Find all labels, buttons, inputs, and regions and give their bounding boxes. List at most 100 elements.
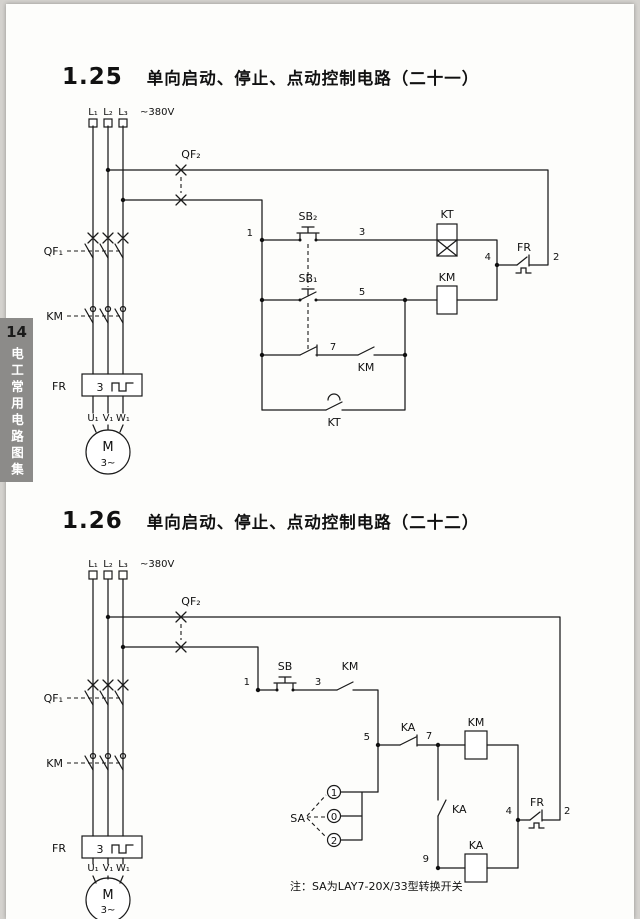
c2-phase-l3: L₃ bbox=[118, 559, 128, 570]
km-coil-box bbox=[436, 285, 458, 315]
terminal-box-l2 bbox=[103, 570, 113, 580]
qf1-breaker-icon bbox=[84, 679, 129, 706]
sb1-nc-contact-icon bbox=[299, 344, 318, 357]
c1-phase-l3: L₃ bbox=[118, 107, 128, 118]
km-hold-contact-icon bbox=[357, 346, 375, 356]
c1-sb1-label: SB₁ bbox=[299, 272, 318, 285]
circuit-2-labels: L₁ L₂ L₃ ~380V QF₂ QF₁ KM FR 3 U₁ V₁ W₁ … bbox=[44, 559, 571, 916]
c1-terminal-v1: V₁ bbox=[103, 413, 114, 424]
circuit-1-linkage-dashes bbox=[67, 177, 309, 349]
circuit-2-title-text: 单向启动、停止、点动控制电路（二十二） bbox=[146, 513, 480, 532]
km-main-contacts-icon bbox=[84, 305, 127, 324]
km-coil-box bbox=[464, 730, 488, 760]
c2-node-9: 9 bbox=[423, 854, 429, 865]
circuit-1-title: 1.25 单向启动、停止、点动控制电路（二十一） bbox=[62, 64, 479, 90]
c2-node-4: 4 bbox=[506, 806, 512, 817]
c2-sa-label: SA bbox=[290, 812, 305, 825]
fr-break-contact-icon bbox=[528, 809, 545, 829]
kt-delayed-contact-icon bbox=[325, 393, 343, 411]
circuit-2-symbols bbox=[84, 611, 545, 871]
book-title-vertical: 电工常用电路图集 bbox=[9, 347, 24, 479]
circuit-1-diagram: L₁ L₂ L₃ ~380V QF₂ QF₁ KM FR 3 U₁ V₁ W₁ … bbox=[44, 107, 560, 475]
c2-sb-label: SB bbox=[278, 660, 293, 673]
fr-break-contact-icon bbox=[515, 254, 532, 274]
c1-km-main-label: KM bbox=[46, 310, 63, 323]
c1-km-hold-label: KM bbox=[358, 361, 375, 374]
c2-voltage-label: ~380V bbox=[140, 559, 174, 570]
c1-kt-contact-label: KT bbox=[327, 416, 340, 429]
circuit-2-title: 1.26 单向启动、停止、点动控制电路（二十二） bbox=[62, 508, 479, 534]
c2-terminal-w1: W₁ bbox=[116, 863, 130, 874]
circuit-1-title-text: 单向启动、停止、点动控制电路（二十一） bbox=[146, 69, 480, 88]
c2-ka-coil-label: KA bbox=[469, 839, 484, 852]
c1-motor-phase: 3~ bbox=[101, 458, 116, 469]
c2-qf2-label: QF₂ bbox=[181, 595, 200, 608]
circuit-1-junction-dots bbox=[105, 167, 500, 358]
circuit-2-wires bbox=[92, 578, 561, 884]
terminal-box-l1 bbox=[88, 570, 98, 580]
page-number: 14 bbox=[6, 323, 27, 341]
c1-node-1: 1 bbox=[247, 228, 253, 239]
c2-node-7: 7 bbox=[426, 731, 432, 742]
c2-phase-l1: L₁ bbox=[88, 559, 98, 570]
sb-button-icon bbox=[273, 676, 297, 691]
c1-terminal-w1: W₁ bbox=[116, 413, 130, 424]
c2-sa-position-1: 1 bbox=[331, 788, 337, 799]
c2-node-5: 5 bbox=[364, 732, 370, 743]
circuit-1-symbols bbox=[84, 164, 532, 411]
c1-node-5: 5 bbox=[359, 287, 365, 298]
c2-node-2: 2 bbox=[564, 806, 570, 817]
ka-nc-contact-icon bbox=[399, 734, 418, 747]
circuit-2-diagram: L₁ L₂ L₃ ~380V QF₂ QF₁ KM FR 3 U₁ V₁ W₁ … bbox=[44, 559, 571, 919]
c1-phase-l1: L₁ bbox=[88, 107, 98, 118]
c2-phase-l2: L₂ bbox=[103, 559, 113, 570]
circuit-1-device-bodies bbox=[81, 118, 458, 475]
c2-terminal-u1: U₁ bbox=[87, 863, 98, 874]
ka-no-contact-icon bbox=[437, 799, 447, 817]
c2-footnote: 注：SA为LAY7-20X/33型转换开关 bbox=[290, 879, 463, 893]
km-main-contacts-icon bbox=[84, 752, 127, 771]
c2-ka-nc-label: KA bbox=[401, 721, 416, 734]
sb1-button-icon bbox=[299, 288, 317, 301]
c2-ka-no-label: KA bbox=[452, 803, 467, 816]
c2-sa-position-2: 2 bbox=[331, 836, 337, 847]
c2-sa-position-0: 0 bbox=[331, 812, 337, 823]
km-aux-contact-icon bbox=[336, 681, 354, 691]
c1-terminal-u1: U₁ bbox=[87, 413, 98, 424]
qf2-breaker-icon bbox=[175, 164, 187, 206]
kt-coil-cross-icon bbox=[436, 239, 458, 257]
c2-motor-phase: 3~ bbox=[101, 905, 116, 916]
c1-phase-l2: L₂ bbox=[103, 107, 113, 118]
circuit-1-number: 1.25 bbox=[62, 64, 123, 90]
c2-km-coil-label: KM bbox=[468, 716, 485, 729]
c1-qf1-label: QF₁ bbox=[44, 245, 63, 258]
circuit-1-wires bbox=[92, 125, 549, 433]
c1-fr-contact-label: FR bbox=[517, 241, 531, 254]
c1-km-coil-label: KM bbox=[439, 271, 456, 284]
sa-selector-icon bbox=[326, 784, 342, 848]
circuit-1-labels: L₁ L₂ L₃ ~380V QF₂ QF₁ KM FR 3 U₁ V₁ W₁ … bbox=[44, 107, 560, 469]
c1-sb2-label: SB₂ bbox=[299, 210, 318, 223]
c1-qf2-label: QF₂ bbox=[181, 148, 200, 161]
fr-heater-icon bbox=[111, 382, 134, 392]
qf1-breaker-icon bbox=[84, 232, 129, 259]
page-index-tab: 14 电工常用电路图集 bbox=[0, 318, 33, 482]
c2-km-contact-label: KM bbox=[342, 660, 359, 673]
c2-qf1-label: QF₁ bbox=[44, 692, 63, 705]
c2-terminal-v1: V₁ bbox=[103, 863, 114, 874]
c2-node-1: 1 bbox=[244, 677, 250, 688]
c1-kt-coil-label: KT bbox=[440, 208, 453, 221]
c2-node-3: 3 bbox=[315, 677, 321, 688]
c1-node-3: 3 bbox=[359, 227, 365, 238]
c1-fr-label: FR bbox=[52, 380, 66, 393]
c2-motor-letter: M bbox=[102, 888, 113, 903]
circuit-2-linkage-dashes bbox=[67, 624, 327, 838]
c1-fr-setting: 3 bbox=[97, 381, 104, 394]
c1-node-2: 2 bbox=[553, 252, 559, 263]
ka-coil-box bbox=[464, 853, 488, 883]
c1-node-4: 4 bbox=[485, 252, 491, 263]
c2-fr-contact-label: FR bbox=[530, 796, 544, 809]
terminal-box-l3 bbox=[118, 570, 128, 580]
fr-heater-icon bbox=[111, 844, 134, 854]
